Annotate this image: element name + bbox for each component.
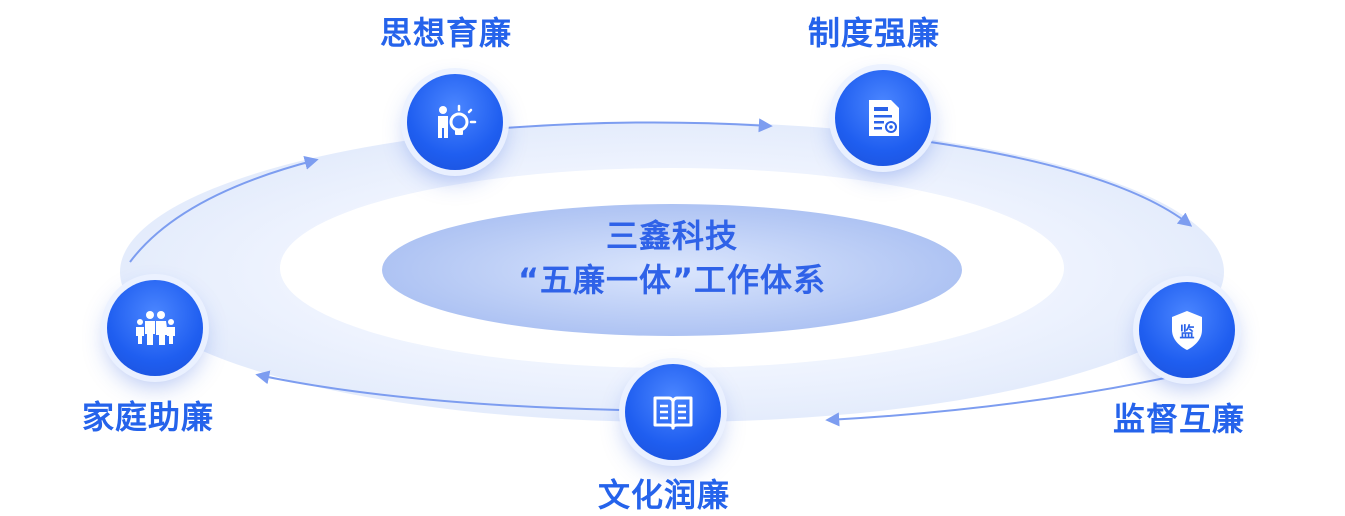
lightbulb-person-icon [438,104,477,138]
node-thought [407,74,503,170]
node-label-thought: 思想育廉 [380,14,513,52]
family-icon [136,311,175,345]
node-supervision: 监 [1139,282,1235,378]
node-label-system: 制度强廉 [808,14,941,52]
shield-icon-text: 监 [1179,323,1194,341]
core-ellipse [382,204,962,336]
center-title-line2: “五廉一体”工作体系 [517,261,827,299]
node-label-family: 家庭助廉 [82,398,215,436]
node-label-supervision: 监督互廉 [1113,400,1246,438]
book-icon [653,396,693,430]
arrow-thought-to-system [504,118,773,133]
arrow-system-to-supervision [929,141,1193,227]
arrow-supervision-to-culture [825,377,1166,427]
center-title: 三鑫科技 “五廉一体”工作体系 [372,216,972,300]
node-label-culture: 文化润廉 [598,476,731,514]
shield-icon: 监 [1172,311,1202,350]
node-family [107,280,203,376]
node-system [835,70,931,166]
center-title-line1: 三鑫科技 [605,217,738,255]
document-icon [869,100,899,136]
node-culture [625,364,721,460]
arrow-family-to-thought [129,156,319,263]
arrow-culture-to-family [255,370,621,411]
